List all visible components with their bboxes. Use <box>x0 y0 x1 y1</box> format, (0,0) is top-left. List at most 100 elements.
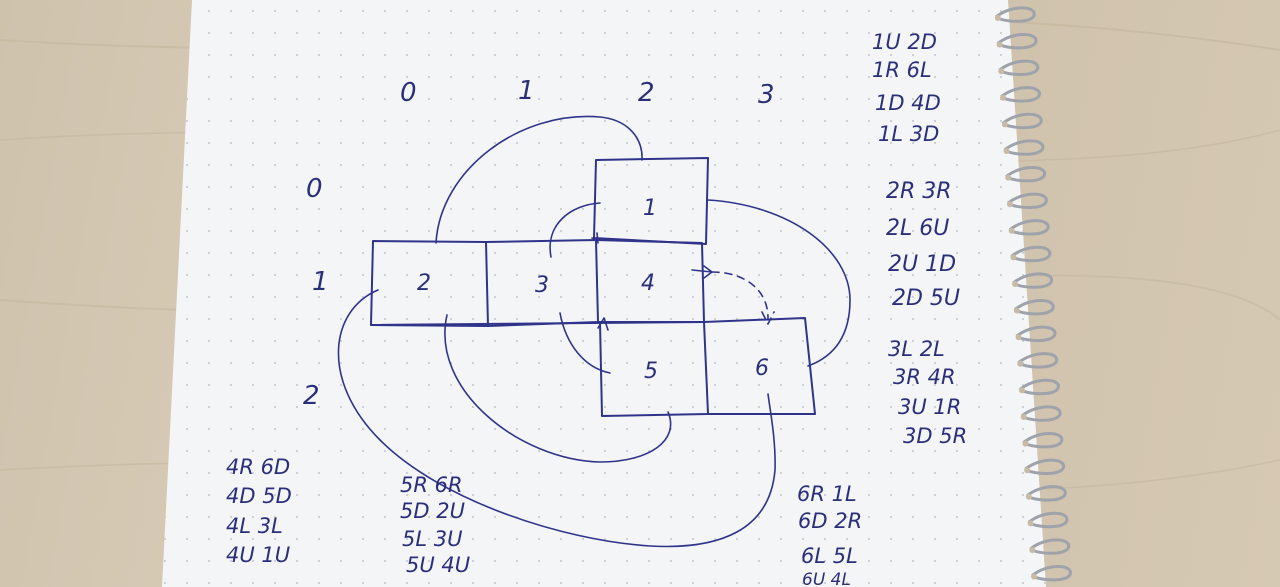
net-mid-line <box>370 321 706 326</box>
spiral-ring <box>1008 219 1050 236</box>
spiral-ring <box>1003 139 1045 156</box>
note-2-line-3: 2U 1D <box>888 252 956 277</box>
spiral-hole <box>996 41 1003 48</box>
spiral-hole <box>1003 148 1010 154</box>
note-4-line-4: 4U 1U <box>226 543 290 567</box>
spiral-hole <box>1012 281 1019 287</box>
spiral-ring <box>996 32 1038 50</box>
column-label-1: 1 <box>518 76 535 106</box>
spiral-hole <box>1001 121 1008 128</box>
spiral-ring <box>1005 165 1046 183</box>
curve-1left-4-arrow <box>597 317 609 331</box>
note-6-line-3: 6L 5L <box>801 544 858 568</box>
spiral-hole <box>1005 174 1012 181</box>
spiral-ring <box>1019 378 1060 396</box>
spiral-ring <box>998 59 1040 76</box>
curve-3bottom-5left <box>559 312 611 374</box>
face-label-2: 2 <box>417 271 431 296</box>
spiral-ring <box>1000 86 1041 103</box>
spiral-ring <box>1031 564 1072 582</box>
note-3-line-4: 3D 5R <box>903 424 967 448</box>
spiral-hole <box>1010 254 1017 261</box>
spiral-ring <box>1015 325 1057 342</box>
curve-3top-1left <box>549 202 601 258</box>
note-1-line-1: 1U 2D <box>872 30 937 54</box>
note-5-line-1: 5R 6R <box>400 473 463 497</box>
spiral-ring <box>1020 405 1062 422</box>
face-label-4: 4 <box>641 271 655 296</box>
curve-4right-6top-dashed <box>711 271 775 325</box>
grid-index-labels: 0 1 2 3 0 1 2 <box>303 76 775 411</box>
note-2-line-1: 2R 3R <box>886 179 952 204</box>
note-4-line-1: 4R 6D <box>226 455 290 479</box>
face-label-6: 6 <box>755 356 769 381</box>
face-1-square <box>593 157 709 245</box>
spiral-hole <box>1008 227 1015 234</box>
spiral-binding <box>994 6 1072 582</box>
spiral-hole <box>1025 493 1032 500</box>
note-5-line-3: 5L 3U <box>402 527 462 551</box>
spiral-ring <box>1013 298 1055 316</box>
column-label-0: 0 <box>400 78 417 108</box>
spiral-hole <box>1015 334 1022 341</box>
row-label-1: 1 <box>312 267 329 297</box>
spiral-hole <box>1013 307 1020 314</box>
note-6-line-1: 6R 1L <box>797 482 857 506</box>
spiral-hole <box>1027 520 1034 527</box>
curve-1-inner-loop <box>591 232 601 244</box>
row-label-0: 0 <box>306 174 323 204</box>
note-4-line-3: 4L 3L <box>226 514 283 538</box>
note-1-line-4: 1L 3D <box>878 122 939 146</box>
spiral-hole <box>998 68 1005 75</box>
spiral-hole <box>1017 360 1024 367</box>
note-6-line-2: 6D 2R <box>798 509 862 533</box>
notes-bottom: 4R 6D 4D 5D 4L 3L 4U 1U 5R 6R 5D 2U 5L 3… <box>226 455 862 587</box>
edge-connections <box>337 115 851 548</box>
spiral-hole <box>1029 547 1036 553</box>
notebook-page <box>162 0 1046 587</box>
row-label-2: 2 <box>303 381 320 411</box>
note-5-line-2: 5D 2U <box>400 499 465 523</box>
spiral-ring <box>1027 511 1069 529</box>
spiral-hole <box>1022 440 1029 447</box>
curve-2bottom-5bottom <box>444 314 672 463</box>
spiral-hole <box>1006 201 1013 208</box>
face-labels: 1 2 3 4 5 6 <box>417 196 769 384</box>
spiral-ring <box>1024 458 1065 475</box>
note-5-line-4: 5U 4U <box>406 553 470 577</box>
note-2-line-2: 2L 6U <box>886 216 949 241</box>
spiral-ring <box>1010 245 1052 263</box>
curve-2up-1top <box>435 115 643 244</box>
note-3-line-1: 3L 2L <box>888 337 945 361</box>
note-2-line-4: 2D 5U <box>892 286 960 311</box>
notes-top-right: 1U 2D 1R 6L 1D 4D 1L 3D 2R 3R 2L 6U 2U 1… <box>872 30 967 448</box>
spiral-hole <box>1020 414 1027 420</box>
spiral-hole <box>994 15 1001 21</box>
note-1-line-3: 1D 4D <box>875 91 941 115</box>
spiral-ring <box>1017 352 1058 369</box>
face-label-5: 5 <box>644 359 658 384</box>
face-label-3: 3 <box>535 273 549 298</box>
column-label-2: 2 <box>638 78 655 108</box>
spiral-ring <box>1022 431 1064 449</box>
note-1-line-2: 1R 6L <box>872 58 932 82</box>
spiral-hole <box>1000 94 1007 101</box>
spiral-hole <box>1031 573 1038 580</box>
spiral-ring <box>1007 192 1048 209</box>
note-3-line-2: 3R 4R <box>893 365 956 389</box>
spiral-ring <box>994 6 1036 23</box>
spiral-ring <box>1001 112 1043 130</box>
spiral-ring <box>1029 538 1071 555</box>
spiral-hole <box>1019 387 1026 394</box>
spiral-ring <box>1012 272 1053 289</box>
face-label-1: 1 <box>643 196 657 221</box>
curve-2left-6bottom <box>337 289 776 548</box>
curve-1right-6right <box>707 199 851 367</box>
note-6-line-4: 6U 4L <box>802 570 851 587</box>
spiral-hole <box>1024 467 1031 474</box>
spiral-ring <box>1025 485 1067 502</box>
note-3-line-3: 3U 1R <box>898 395 961 419</box>
column-label-3: 3 <box>758 80 775 110</box>
note-4-line-2: 4D 5D <box>226 484 292 508</box>
